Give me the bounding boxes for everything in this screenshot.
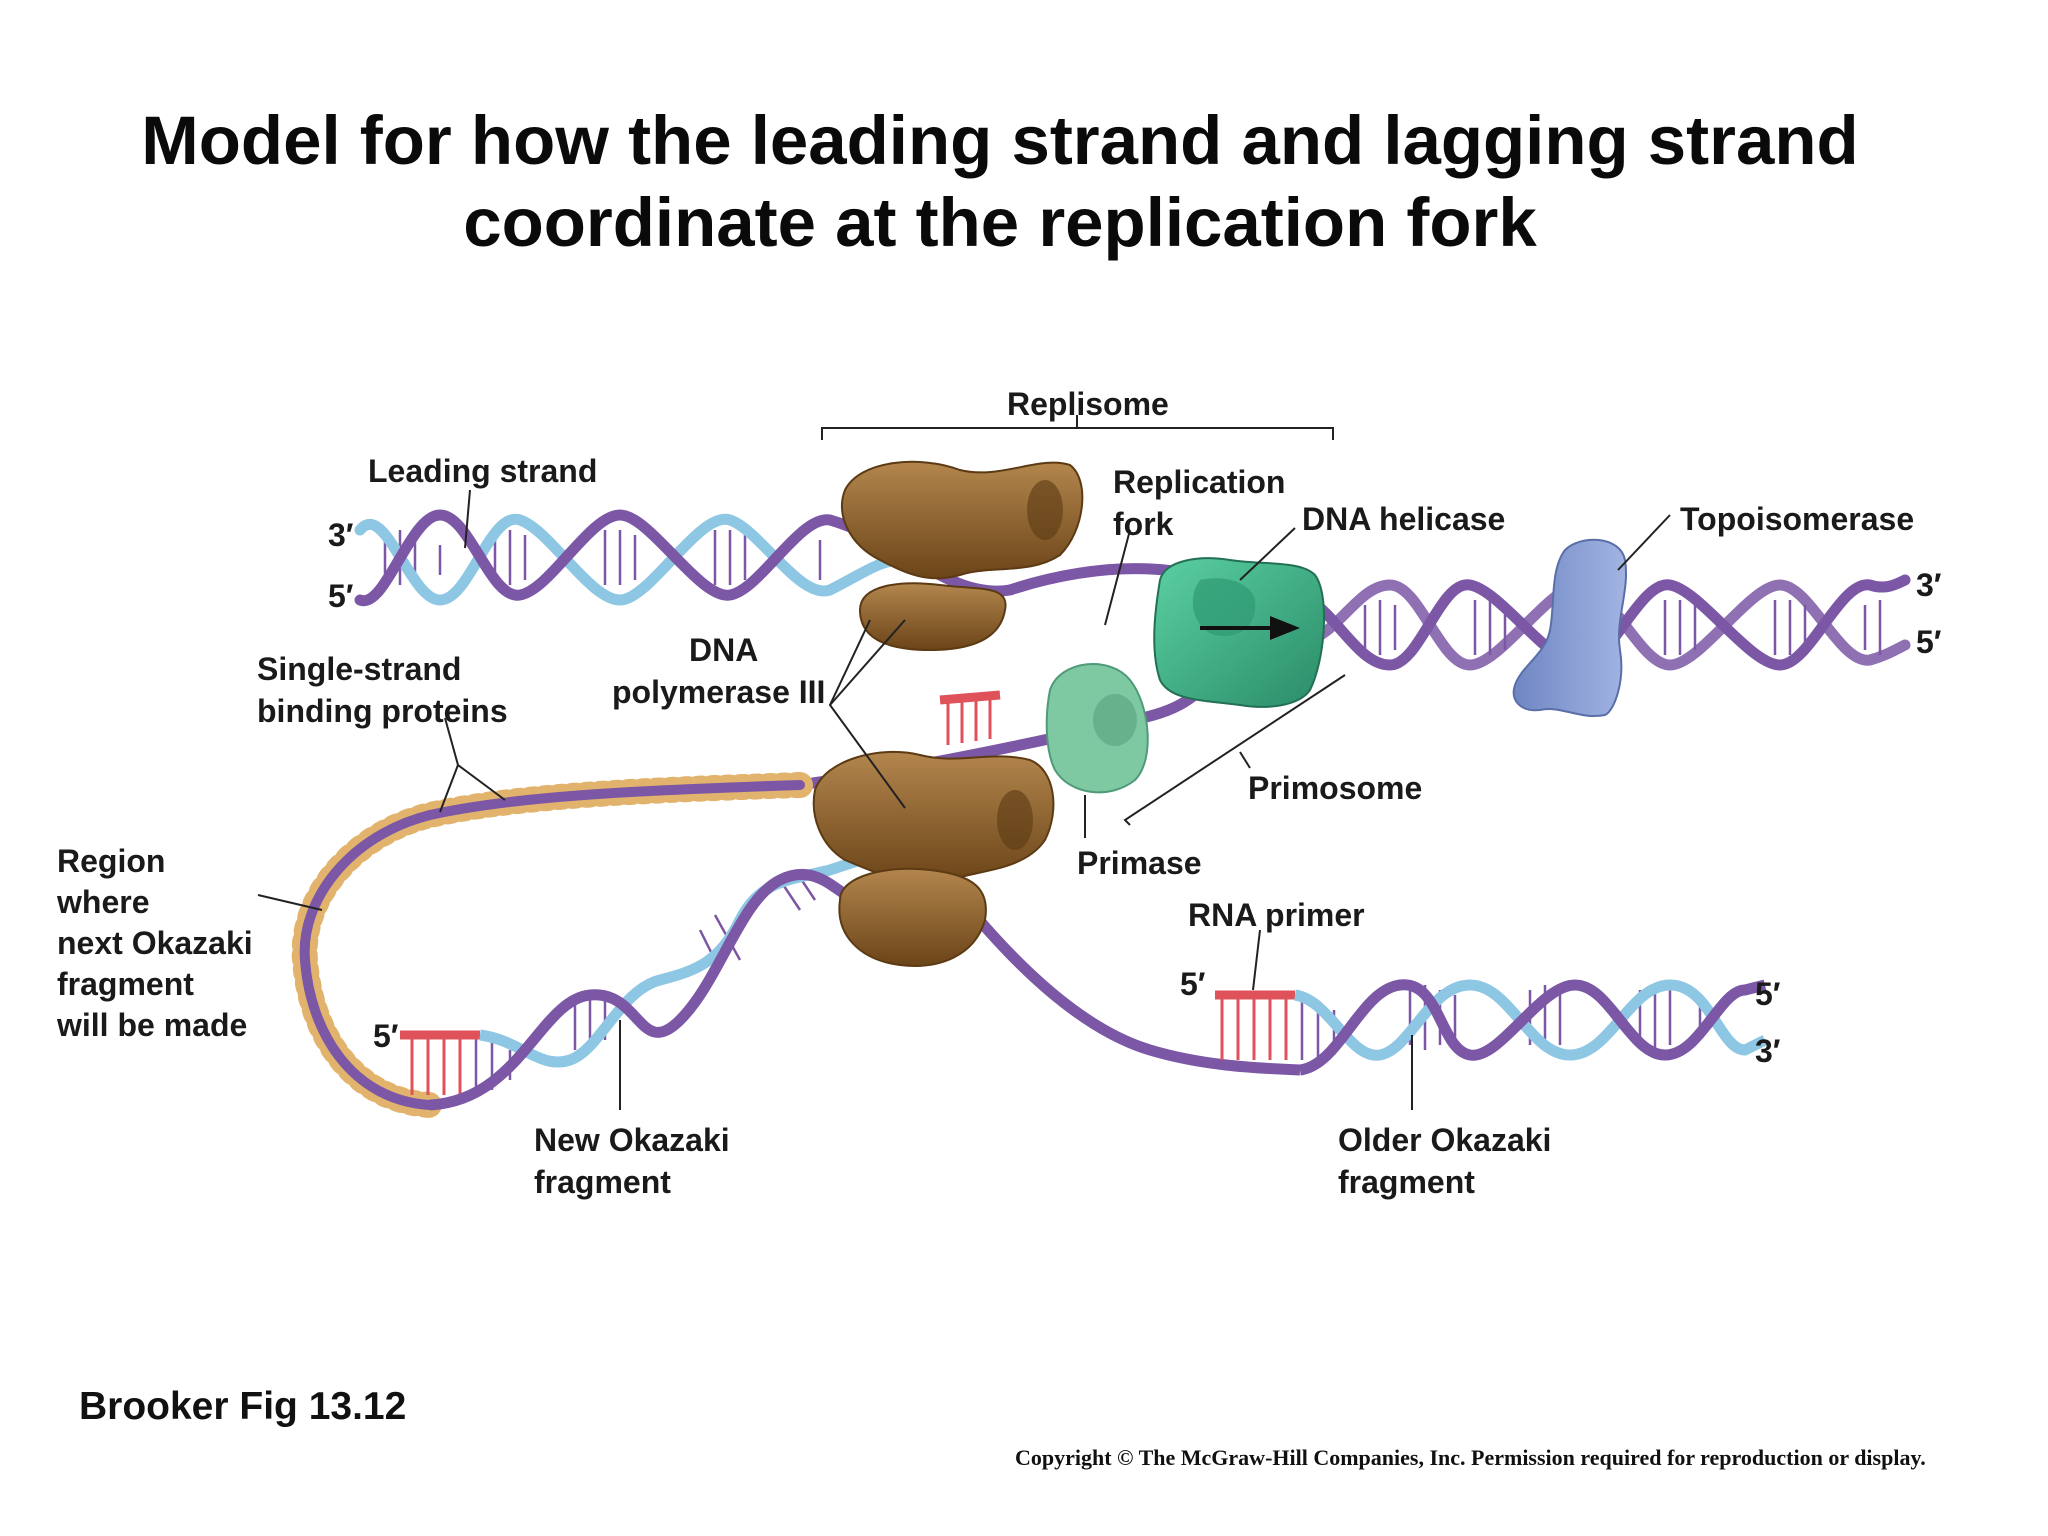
label-region-line2: where [56, 884, 149, 920]
end-label-lagging-5prime: 5′ [373, 1018, 399, 1054]
end-label-primer-5prime: 5′ [1180, 966, 1206, 1002]
label-new-okazaki-line1: New Okazaki [534, 1122, 730, 1158]
label-ssb-line2: binding proteins [257, 693, 508, 729]
leading-strand-helix [354, 509, 1016, 607]
label-topoisomerase: Topoisomerase [1680, 501, 1914, 537]
label-leading-strand: Leading strand [368, 453, 597, 489]
label-replication-fork-line1: Replication [1113, 464, 1285, 500]
figure-caption: Brooker Fig 13.12 [79, 1385, 407, 1428]
label-pol3-line2: polymerase III [612, 674, 825, 710]
label-region-line5: will be made [56, 1007, 247, 1043]
label-region-line3: next Okazaki [57, 925, 253, 961]
label-primase: Primase [1077, 845, 1202, 881]
dna-helicase [1153, 557, 1326, 708]
label-primosome: Primosome [1248, 770, 1422, 806]
label-older-okazaki-line2: fragment [1338, 1164, 1475, 1200]
label-new-okazaki-line2: fragment [534, 1164, 671, 1200]
copyright-notice: Copyright © The McGraw-Hill Companies, I… [1015, 1445, 1926, 1470]
lagging-strand-loop [291, 772, 813, 1118]
label-pol3-line1: DNA [689, 632, 758, 668]
label-rna-primer: RNA primer [1188, 897, 1365, 933]
label-replication-fork-line2: fork [1113, 506, 1174, 542]
end-label-lower-right-bottom: 3′ [1755, 1033, 1781, 1069]
label-replisome: Replisome [1007, 386, 1169, 422]
label-region-line4: fragment [57, 966, 194, 1002]
new-okazaki-fragment-helix [400, 854, 862, 1111]
older-okazaki-fragment-helix [1215, 979, 1768, 1076]
base-pair-rungs-right [1363, 600, 1882, 655]
label-dna-helicase: DNA helicase [1302, 501, 1505, 537]
dna-polymerase-iii-lower [812, 751, 1055, 967]
title-line-1: Model for how the leading strand and lag… [141, 102, 1859, 179]
label-region-line1: Region [57, 843, 165, 879]
dna-polymerase-iii-upper [840, 460, 1084, 652]
title-line-2: coordinate at the replication fork [463, 184, 1537, 261]
end-label-left-bottom: 5′ [328, 578, 354, 614]
end-label-left-top: 3′ [328, 517, 354, 553]
page-title: Model for how the leading strand and lag… [0, 100, 2000, 264]
direction-arrow [1200, 616, 1300, 640]
rna-primer-near-primase [939, 690, 1001, 745]
end-label-right-bottom: 5′ [1916, 624, 1942, 660]
primase [1045, 663, 1149, 794]
leader-lines [257, 415, 1671, 1110]
label-older-okazaki-line1: Older Okazaki [1338, 1122, 1551, 1158]
label-ssb-line1: Single-strand [257, 651, 461, 687]
end-label-right-top: 3′ [1916, 567, 1942, 603]
end-label-lower-right-top: 5′ [1755, 976, 1781, 1012]
